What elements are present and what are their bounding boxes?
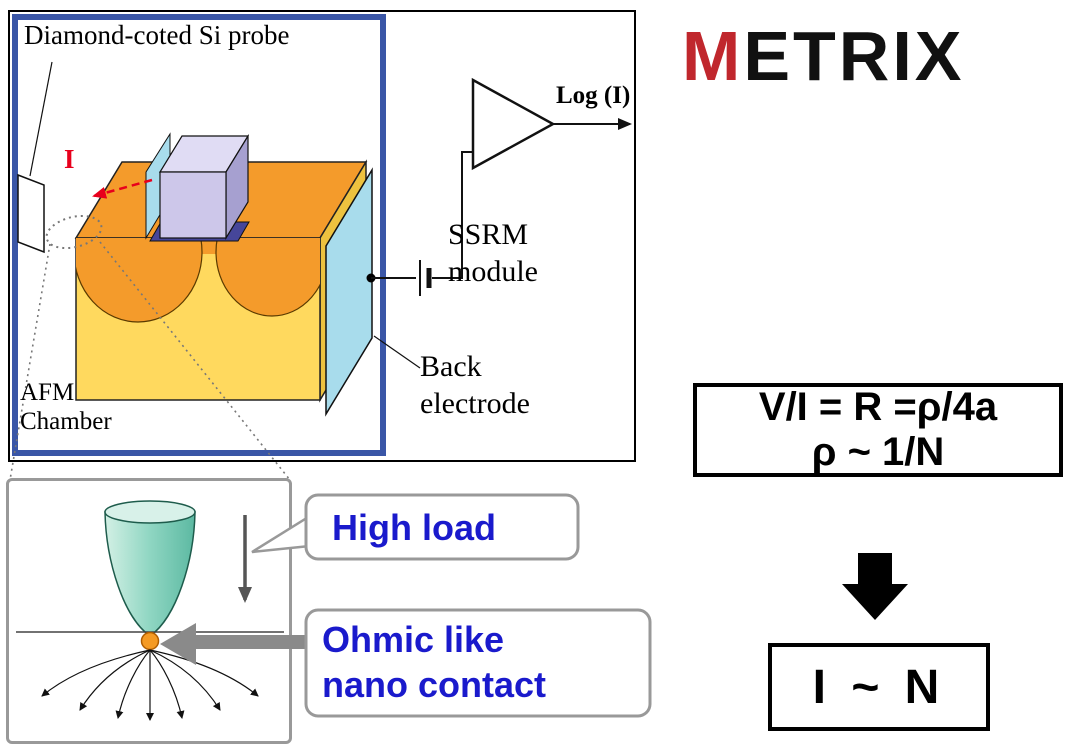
ohmic-label-line1: Ohmic like [322,619,505,660]
gate-cube [158,133,250,241]
result-equation-box: I ~ N [768,643,990,731]
probe-tip-rim [104,500,196,524]
ssrm-label-line1: SSRM [448,218,529,251]
electrode-label-line1: Back [420,350,482,383]
ohmic-pointer-arrow [160,623,312,665]
logo-letters-rest: ETRIX [743,17,965,95]
ohmic-label-line2: nano contact [322,664,547,705]
logo-letter-m: M [682,17,744,95]
field-lines [41,649,259,721]
sample-3d-illustration [74,132,376,417]
equation-line1: V/I = R =ρ/4a [758,385,998,429]
metrix-logo: METRIX [682,16,964,96]
implies-block-arrow [842,553,908,620]
afm-label-line2: Chamber [20,408,112,435]
log-output-label: Log (I) [556,82,631,109]
equation-line2: ρ ~ 1/N [811,430,945,474]
apparatus-outline-box [8,10,636,462]
afm-chamber-box [12,14,386,456]
doped-regions [76,238,320,323]
battery-symbol [419,260,432,296]
back-electrode-plate [325,167,373,417]
zoom-callout-lines [9,214,291,481]
ssrm-module-label: SSRM module [448,216,538,290]
result-equation: I ~ N [812,660,946,714]
afm-chamber-label: AFM Chamber [20,378,112,436]
ohmic-bubble [304,608,652,718]
afm-label-line1: AFM [20,379,75,406]
high-load-label: High load [332,507,496,548]
electrode-pointer-line [373,335,421,369]
probe-label-pointer-line [29,61,53,177]
current-arrow [92,178,153,199]
probe-tip-body [104,511,196,637]
back-electrode-label: Back electrode [420,348,530,422]
high-load-bubble [251,493,580,561]
electrode-label-line2: electrode [420,387,530,420]
opamp-symbol [471,77,556,171]
ohmic-contact-label: Ohmic like nano contact [322,617,546,707]
ssrm-circuit [371,77,632,296]
current-symbol: I [64,144,75,174]
nano-contact-ball [140,631,160,651]
probe-shape [17,61,53,254]
probe-label: Diamond-coted Si probe [24,20,290,50]
resistance-equation-box: V/I = R =ρ/4a ρ ~ 1/N [693,383,1063,477]
ssrm-label-line2: module [448,255,538,288]
tip-contact-illustration [16,500,284,721]
